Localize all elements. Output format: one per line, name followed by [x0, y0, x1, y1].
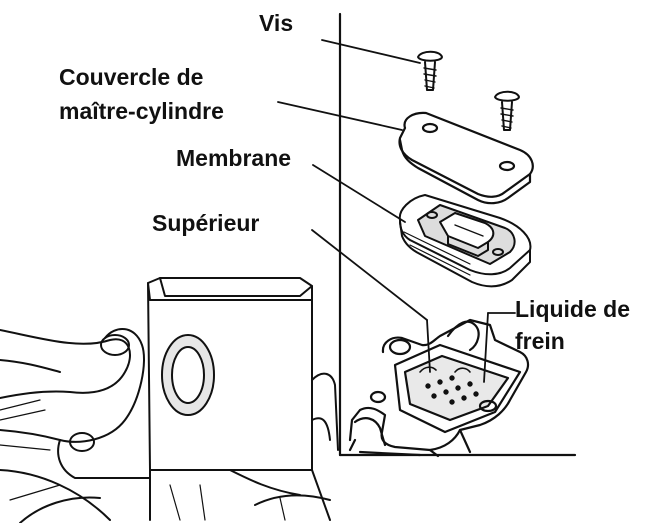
label-fluid-line1: Liquide de	[515, 296, 630, 322]
label-cover-line2: maître-cylindre	[59, 98, 224, 124]
leader-cover	[277, 101, 403, 131]
screw-icon	[417, 50, 443, 91]
diaphragm-icon	[398, 194, 532, 288]
leader-screw	[321, 39, 421, 64]
screw-icon	[494, 90, 520, 131]
leader-upper	[311, 229, 428, 321]
leader-fluid-down	[483, 312, 489, 383]
leader-upper-level	[426, 319, 431, 373]
leader-lines	[277, 39, 516, 383]
leader-membrane	[312, 164, 406, 223]
label-membrane: Membrane	[176, 145, 292, 171]
brake-lever-assembly-icon	[0, 277, 339, 523]
label-fluid-line2: frein	[515, 328, 565, 354]
label-cover-line1: Couvercle de	[59, 64, 204, 90]
reservoir-cover-icon	[398, 111, 534, 205]
label-screw: Vis	[259, 10, 294, 36]
master-cylinder-body-icon	[348, 318, 530, 458]
label-upper: Supérieur	[152, 210, 260, 236]
